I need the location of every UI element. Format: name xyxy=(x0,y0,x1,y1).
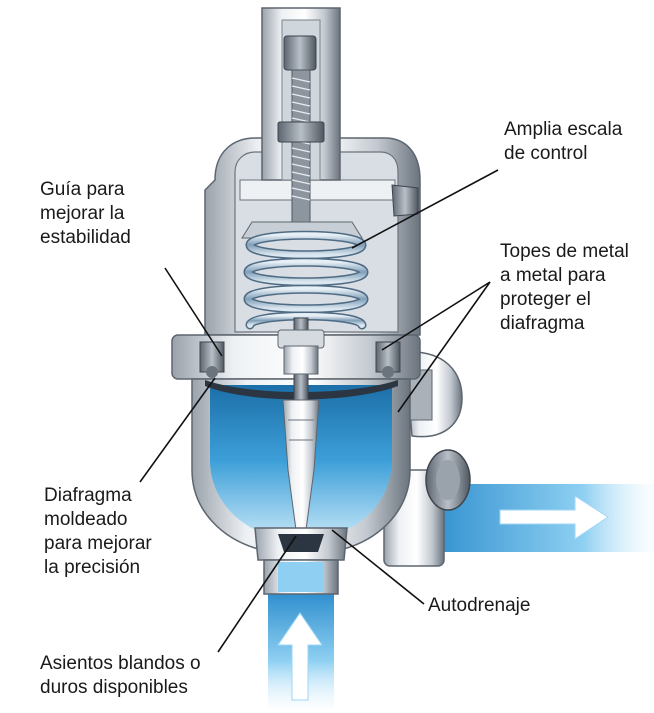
outlet-port xyxy=(383,449,471,567)
callout-control-range: Amplia escala de control xyxy=(504,118,622,166)
leader-self-drain xyxy=(331,529,425,605)
callout-diaphragm: Diafragma moldeado para mejorar la preci… xyxy=(44,484,152,580)
leader-seats xyxy=(217,535,297,653)
callout-line: Autodrenaje xyxy=(428,595,531,616)
callout-line: proteger el xyxy=(500,289,591,310)
callout-seats: Asientos blandos o duros disponibles xyxy=(40,652,201,700)
outlet-arrow-icon xyxy=(499,495,609,540)
callout-line: Amplia escala xyxy=(504,119,623,140)
callout-line: mejorar la xyxy=(40,203,125,224)
callout-line: duros disponibles xyxy=(40,677,188,698)
adjusting-screw xyxy=(261,7,341,223)
inlet-flow xyxy=(268,590,334,708)
callout-line: diafragma xyxy=(500,313,585,334)
callout-guide: Guía para mejorar la estabilidad xyxy=(40,178,131,250)
inlet-arrow-icon xyxy=(277,612,323,701)
callout-line: moldeado xyxy=(44,509,128,530)
leader-metal-stop-1 xyxy=(381,281,491,351)
callout-line: Topes de metal xyxy=(500,241,629,262)
callout-line: estabilidad xyxy=(40,227,131,248)
leader-guide xyxy=(164,267,223,357)
valve-seat xyxy=(254,527,348,595)
leader-control-range xyxy=(351,169,499,249)
callout-line: Asientos blandos o xyxy=(40,653,201,674)
callout-line: la precisión xyxy=(44,557,141,578)
diaphragm xyxy=(205,380,398,400)
callout-line: Diafragma xyxy=(44,485,132,506)
callout-line: de control xyxy=(504,143,588,164)
callout-line: para mejorar xyxy=(44,533,152,554)
spring-coils xyxy=(243,230,369,330)
callout-line: a metal para xyxy=(500,265,606,286)
callout-metal-stops: Topes de metal a metal para proteger el … xyxy=(500,240,629,336)
callout-line: Guía para xyxy=(40,179,125,200)
leader-diaphragm xyxy=(139,377,216,483)
valve-stem xyxy=(277,317,325,531)
leader-lines xyxy=(139,169,499,653)
leader-metal-stop-2 xyxy=(397,281,491,413)
callout-self-drain: Autodrenaje xyxy=(428,594,530,618)
